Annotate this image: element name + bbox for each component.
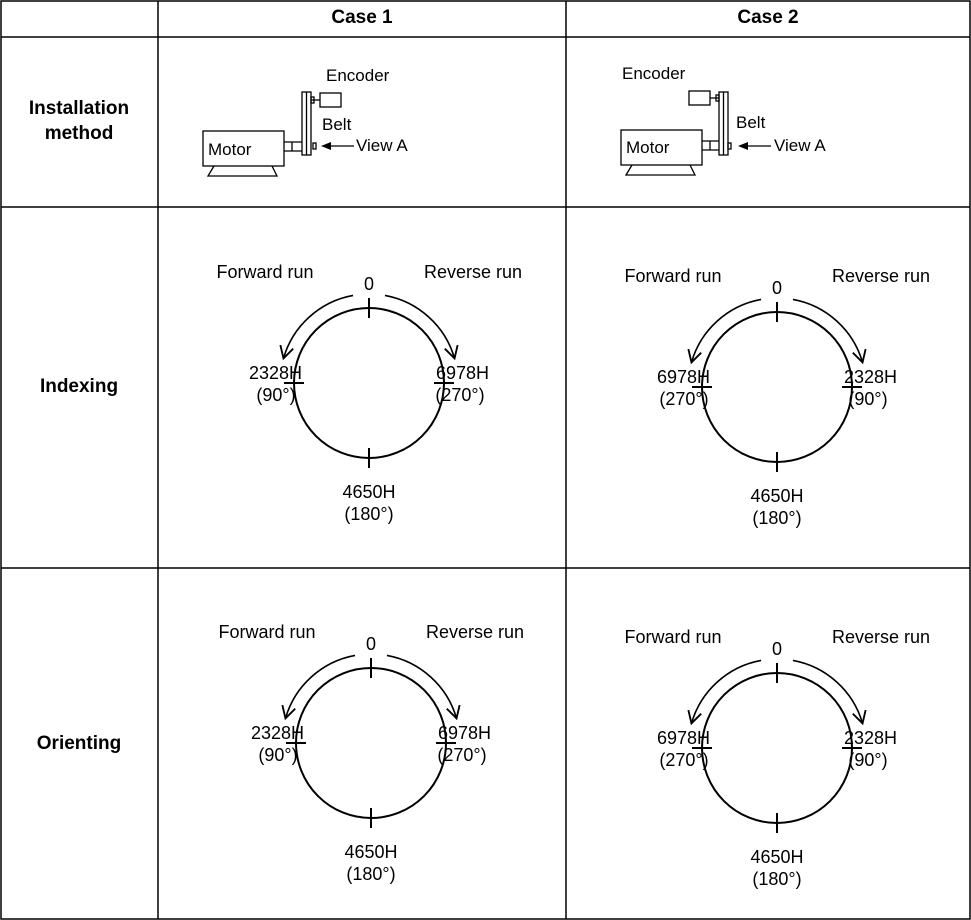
motor-body [620,129,703,166]
motor-label-case-1: Motor [208,140,252,159]
orienting-case-2-arrow-reverse [792,659,867,726]
indexing-case-2-bottom-degree: (180°) [752,508,801,528]
orienting-case-2-reverse-label: Reverse run [832,627,930,647]
motor-label-case-2: Motor [626,138,670,157]
orienting-case-1-left-degree: (90°) [258,745,297,765]
row-label-orienting: Orienting [36,733,122,754]
motor-body [202,130,285,167]
orienting-case-2-zero-label: 0 [772,639,782,659]
orienting-case-2-circle [701,672,853,824]
orienting-case-1-bottom-value: 4650H [344,842,397,862]
orienting-case-2-left-value: 6978H [657,728,710,748]
view-a-label-case-2: View A [774,136,826,155]
belt-label-case-2: Belt [736,113,766,132]
indexing-case-1-bottom-degree: (180°) [344,504,393,524]
row-label-indexing: Indexing [39,376,119,397]
header-case-1: Case 1 [331,7,393,28]
orienting-case-2-right-degree: (90°) [848,750,887,770]
orienting-case-1-right-value: 6978H [438,723,491,743]
indexing-case-2-left-degree: (270°) [659,389,708,409]
orienting-case-2-right-value: 2328H [844,728,897,748]
indexing-case-1-forward-label: Forward run [216,262,313,282]
indexing-case-1-bottom-value: 4650H [342,482,395,502]
orienting-case-1-forward-label: Forward run [218,622,315,642]
orienting-case-1-bottom-degree: (180°) [346,864,395,884]
view-a-label-case-1: View A [356,136,408,155]
indexing-case-1-zero-label: 0 [364,274,374,294]
motor-base [206,165,279,177]
orienting-case-1-arrow-forward [281,654,356,721]
orienting-case-1-arrow-reverse [386,654,461,721]
indexing-case-2-circle [701,311,853,463]
indexing-case-2-right-value: 2328H [844,367,897,387]
indexing-case-2-right-degree: (90°) [848,389,887,409]
indexing-case-2-forward-label: Forward run [624,266,721,286]
orienting-case-1-right-degree: (270°) [437,745,486,765]
indexing-case-2-arrow-reverse [792,298,867,365]
belt-label-case-1: Belt [322,115,352,134]
orienting-case-2-bottom-value: 4650H [750,847,803,867]
indexing-case-1-arrow-reverse [384,294,459,361]
encoder-label-case-1: Encoder [326,66,390,85]
indexing-case-2-arrow-forward [687,298,762,365]
indexing-case-1-right-degree: (270°) [435,385,484,405]
row-label-installation-method: Installation method [28,98,130,144]
indexing-case-2-zero-label: 0 [772,278,782,298]
indexing-case-2-reverse-label: Reverse run [832,266,930,286]
indexing-case-1-right-value: 6978H [436,363,489,383]
orienting-case-2-forward-label: Forward run [624,627,721,647]
motor-base [624,164,697,176]
orienting-case-1-circle [295,667,447,819]
orienting-case-2-left-degree: (270°) [659,750,708,770]
encoder-label-case-2: Encoder [622,64,686,83]
orienting-case-2-bottom-degree: (180°) [752,869,801,889]
indexing-case-1-circle [293,307,445,459]
indexing-case-2-left-value: 6978H [657,367,710,387]
indexing-case-1-left-degree: (90°) [256,385,295,405]
orienting-case-1-reverse-label: Reverse run [426,622,524,642]
orienting-case-1-zero-label: 0 [366,634,376,654]
indexing-case-2-bottom-value: 4650H [750,486,803,506]
orienting-case-1-left-value: 2328H [251,723,304,743]
indexing-case-1-reverse-label: Reverse run [424,262,522,282]
header-case-2: Case 2 [737,7,799,28]
indexing-case-1-arrow-forward [279,294,354,361]
orienting-case-2-arrow-forward [687,659,762,726]
indexing-case-1-left-value: 2328H [249,363,302,383]
